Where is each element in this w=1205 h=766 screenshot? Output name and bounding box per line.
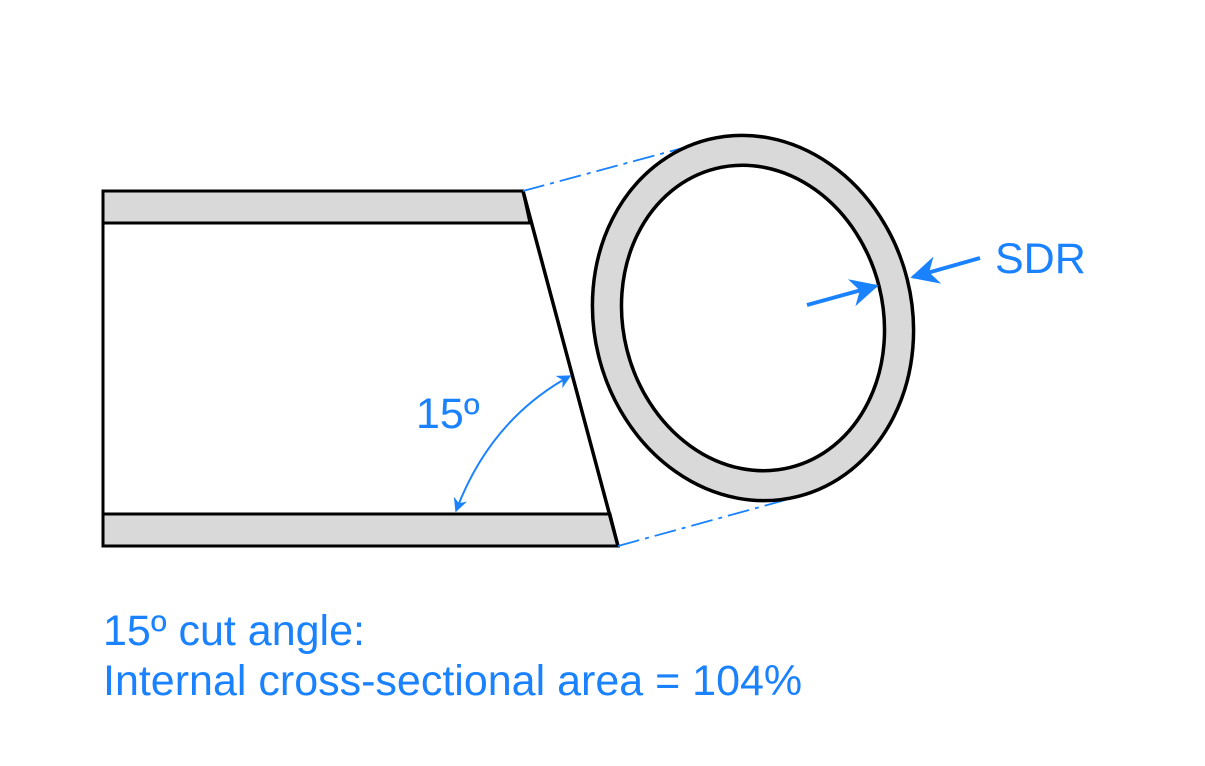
- inner-ellipse: [619, 163, 887, 473]
- sdr-label: SDR: [995, 235, 1086, 283]
- caption: 15º cut angle: Internal cross-sectional …: [103, 606, 802, 706]
- cut-line: [521, 190, 620, 547]
- sdr-inner-arrow: [806, 279, 879, 307]
- pipe-cross-section: [590, 133, 916, 503]
- bottom-wall: [101, 512, 620, 548]
- sdr-outer-arrow: [910, 256, 981, 284]
- angle-arc-arrow: [453, 375, 572, 513]
- projection-line-top: [522, 141, 706, 192]
- caption-line-1: 15º cut angle:: [103, 607, 365, 655]
- top-wall: [101, 189, 532, 225]
- projection-line-bottom: [617, 495, 801, 547]
- pipe-side-view: [101, 189, 620, 548]
- caption-line-2: Internal cross-sectional area = 104%: [103, 657, 803, 705]
- angle-label: 15º: [416, 390, 480, 438]
